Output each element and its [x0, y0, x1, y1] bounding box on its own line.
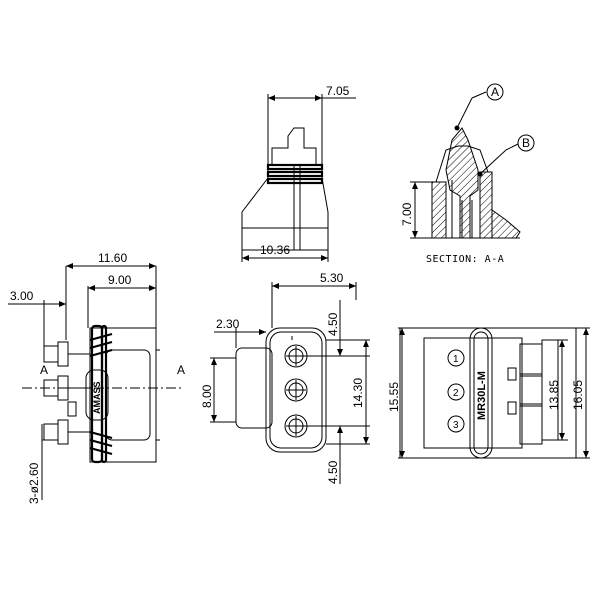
- top-view: 7.05 10.36: [241, 84, 356, 262]
- rear-inner-height-dimension: 13.85: [547, 380, 561, 410]
- callout-b-label: B: [522, 136, 530, 150]
- side-body-length-dimension: 9.00: [108, 273, 132, 287]
- front-inner-height-dimension: 8.00: [200, 384, 214, 408]
- front-view: 5.30 2.30 4.50 14.30 4.50 8.00: [200, 271, 370, 484]
- section-mark-right: A: [177, 363, 185, 377]
- bottom-width-dimension: 10.36: [260, 243, 290, 257]
- side-total-length-dimension: 11.60: [98, 251, 127, 265]
- front-pin-holes: [284, 344, 308, 438]
- front-flange-dimension: 2.30: [216, 317, 240, 331]
- section-title: SECTION: A-A: [426, 254, 504, 265]
- section-height-dimension: 7.00: [400, 202, 414, 226]
- side-pin-diameter-dimension: 3-ø2.60: [27, 462, 41, 504]
- pin-2-label: 2: [453, 388, 459, 399]
- front-bottom-pitch-dimension: 4.50: [326, 460, 340, 484]
- rear-outer-height-dimension: 15.55: [387, 382, 401, 412]
- callout-a-label: A: [491, 85, 499, 99]
- front-top-pitch-dimension: 4.50: [326, 312, 340, 336]
- model-label: MR30L-M: [476, 371, 488, 420]
- section-view: A B 7.00 SECTION: A-A: [400, 83, 535, 265]
- front-width-dimension: 5.30: [320, 271, 344, 285]
- rear-pin-number-markers: 1 2 3: [447, 349, 465, 433]
- side-pin-offset-dimension: 3.00: [10, 289, 34, 303]
- section-mark-left: A: [40, 363, 48, 377]
- rear-total-height-dimension: 16.05: [571, 380, 585, 410]
- pin-1-label: 1: [453, 354, 459, 365]
- top-width-dimension: 7.05: [326, 84, 350, 98]
- rear-view: 1 2 3 MR30L-M 15.55 13.85 16.05: [387, 327, 590, 459]
- pin-3-label: 3: [453, 420, 459, 431]
- side-logo: AMASS: [92, 381, 102, 414]
- side-view: AMASS A A 11.60 9.00 3.00 3-ø2.60: [8, 251, 185, 504]
- front-center-span-dimension: 14.30: [351, 378, 365, 408]
